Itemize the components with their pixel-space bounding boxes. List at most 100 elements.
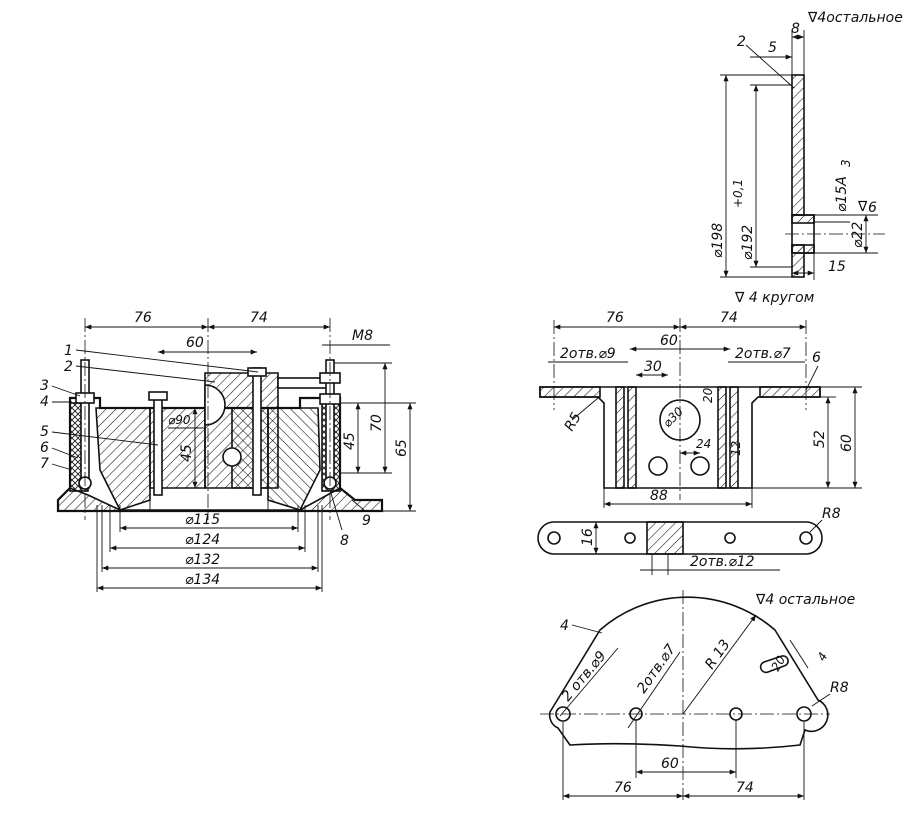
dim-d192-tol: +0,1 — [731, 179, 745, 208]
leader-7 — [75, 349, 259, 373]
dim-w15-label: 15 — [828, 259, 846, 275]
plate-r13-label: R 13 — [702, 637, 733, 672]
disk-rough-symbol: ∇ — [857, 199, 868, 215]
callout-9: 9 — [362, 513, 371, 529]
bracket-flange-right — [759, 386, 821, 398]
plate-leader-4 — [571, 624, 603, 634]
dim-d134-label: ⌀134 — [185, 572, 220, 588]
disk-leader-2 — [745, 44, 795, 89]
thread-label: M8 — [352, 328, 373, 344]
strip-holes-label: 2отв.⌀12 — [690, 554, 755, 570]
strip-hole-4 — [799, 531, 813, 545]
strip-dim-16-label: 16 — [580, 528, 596, 546]
plate-holes-left-leader — [559, 647, 619, 717]
lower-hole — [222, 447, 242, 467]
dim-76-label: 76 — [134, 310, 152, 326]
plate-slot — [759, 655, 789, 674]
strip-r8-label: R8 — [822, 506, 841, 522]
dim-45-left-label: 45 — [179, 444, 195, 462]
bore-half-circle — [204, 384, 226, 426]
bracket-callout-6: 6 — [812, 350, 821, 366]
dim-70-label: 70 — [369, 414, 385, 432]
plate-r8-label: R8 — [830, 680, 849, 696]
bracket-holes-left-label: 2отв.⌀9 — [560, 346, 616, 362]
bracket-dim-60v-label: 60 — [839, 434, 855, 452]
plate-dim-76-label: 76 — [614, 780, 632, 796]
plate-r8-leader — [811, 693, 831, 707]
bracket-wall-left — [615, 386, 625, 489]
callout-1: 7 — [40, 456, 49, 472]
dim-65-label: 65 — [394, 439, 410, 457]
callout-4: 4 — [40, 394, 49, 410]
bracket-strip-section — [646, 521, 684, 555]
dim-d124-label: ⌀124 — [185, 532, 220, 548]
plate-hole-4 — [796, 706, 812, 722]
bracket-leader-6 — [805, 365, 819, 391]
bracket-dim-76-label: 76 — [606, 310, 624, 326]
dim-45-right-label: 45 — [342, 432, 358, 450]
bracket-wall-left2 — [627, 386, 637, 489]
lower-body-line — [149, 487, 269, 511]
disk-surface-note: ∇4остальное — [807, 10, 903, 26]
dim-d192-label: ⌀192 — [740, 225, 756, 260]
leader-2 — [51, 447, 79, 459]
disk-view: ∇4остальное 8 5 2 ⌀198 ⌀192 +0,1 ⌀15A 3 … — [710, 10, 903, 280]
strip-hole-1 — [547, 531, 561, 545]
bracket-dim-74-label: 74 — [720, 310, 738, 326]
bracket-r5-label: R5 — [562, 410, 585, 434]
plate-dim-60-label: 60 — [661, 756, 679, 772]
callout-7: 1 — [64, 343, 73, 359]
strip-hole-3 — [724, 532, 736, 544]
dim-d132-label: ⌀132 — [185, 552, 220, 568]
dim-d115-label: ⌀115 — [185, 512, 220, 528]
bracket-dim-88-label: 88 — [650, 488, 668, 504]
plate-view: ∇4 остальное 4 2 отв.⌀9 2отв.⌀7 R 13 20 … — [540, 590, 855, 800]
callout-2: 6 — [40, 440, 49, 456]
leader-9 — [351, 499, 365, 511]
dim-d15-sub: 3 — [839, 159, 853, 167]
left-cone-section — [95, 407, 151, 511]
strip-hole-2 — [624, 532, 636, 544]
bracket-dim-52-label: 52 — [812, 430, 828, 448]
plate-slot-label: 20 — [768, 653, 788, 674]
callout-6: 2 — [64, 359, 73, 375]
plate-hole-1 — [555, 706, 571, 722]
leader-8 — [329, 489, 343, 531]
plate-callout-4: 4 — [560, 618, 569, 634]
dim-60-label: 60 — [186, 335, 204, 351]
bracket-flange-left — [539, 386, 601, 398]
plate-dim-74-label: 74 — [736, 780, 754, 796]
bracket-dim-60-label: 60 — [660, 333, 678, 349]
bracket-r5-leader — [571, 397, 599, 421]
inner-right-stud — [252, 367, 262, 496]
callout-3: 5 — [40, 424, 49, 440]
bracket-hole-right — [690, 456, 710, 476]
dim-74-label: 74 — [250, 310, 268, 326]
bracket-dim-30-label: 30 — [644, 359, 662, 375]
plate-outline — [548, 596, 829, 750]
bracket-holes-right-label: 2отв.⌀7 — [735, 346, 791, 362]
bracket-dim-20-label: 20 — [701, 387, 715, 403]
bracket-wall-right — [717, 386, 727, 489]
strip-r8-leader — [809, 519, 823, 533]
bracket-wall-right2 — [729, 386, 739, 489]
leader-1 — [51, 463, 73, 471]
disk-callout-2: 2 — [737, 34, 746, 50]
inner-left-stud-nut — [148, 391, 168, 401]
dim-w5-label: 5 — [768, 40, 777, 56]
leader-6 — [75, 365, 216, 383]
dim-d198-label: ⌀198 — [710, 223, 726, 258]
dim-d22-label: ⌀22 — [850, 222, 866, 248]
bracket-view: ∇ 4 кругом 76 74 60 2отв.⌀9 2отв.⌀7 6 30… — [537, 290, 862, 575]
dim-d15-label: ⌀15A — [834, 176, 850, 212]
dim-w8-label: 8 — [791, 21, 800, 37]
plate-slot-dim — [789, 639, 809, 669]
leader-5 — [51, 385, 81, 397]
plate-holes-mid-leader — [627, 651, 681, 729]
leader-3 — [51, 431, 159, 446]
disk-hub-section — [791, 214, 815, 224]
plate-r13-line — [682, 614, 757, 715]
plate-holes-mid-label: 2отв.⌀7 — [634, 641, 679, 696]
